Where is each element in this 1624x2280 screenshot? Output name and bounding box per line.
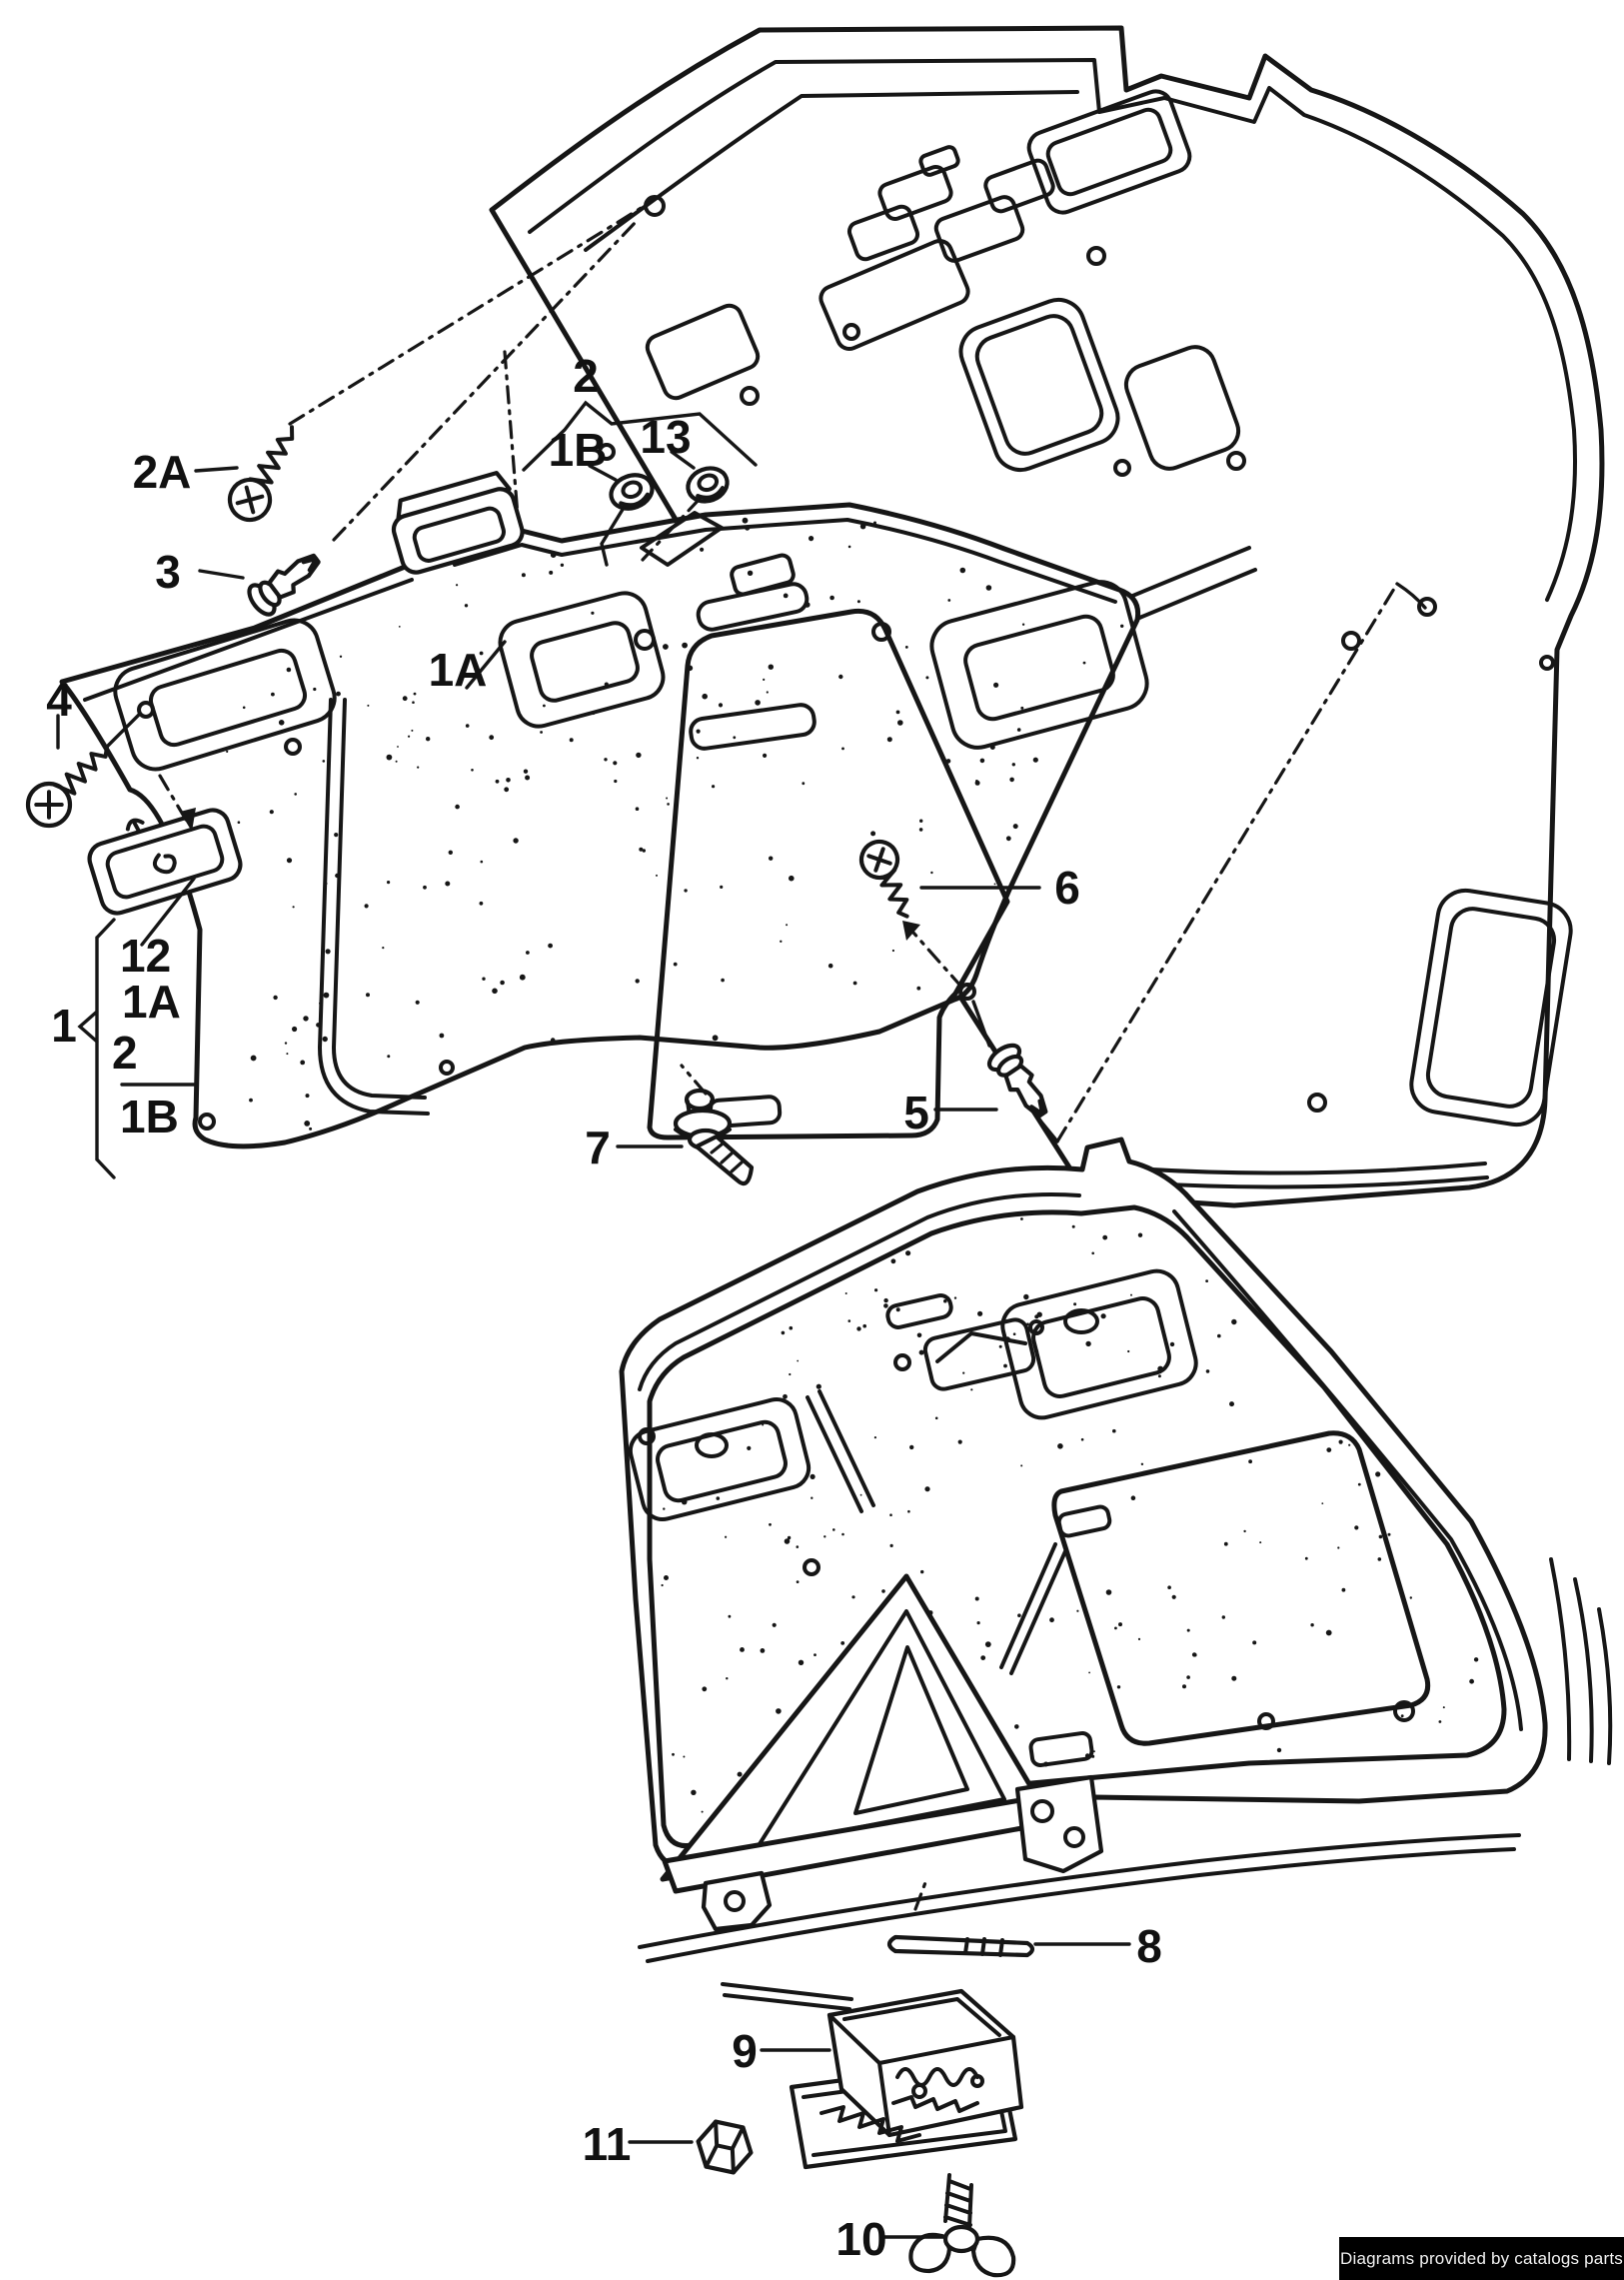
callout-5-label: 5 bbox=[903, 1087, 929, 1139]
callout-8-label: 8 bbox=[1136, 1920, 1162, 1972]
group-item-2: 2 bbox=[112, 1027, 138, 1079]
lower-diagram: 8 9 10 11 bbox=[583, 1137, 1613, 2278]
nut-icon-11 bbox=[696, 2119, 754, 2175]
attribution-bar: Diagrams provided by catalogs parts bbox=[1339, 2237, 1624, 2280]
handle-icon-2 bbox=[391, 470, 525, 575]
bolt-icon-7 bbox=[673, 1088, 755, 1186]
group-item-1b: 1B bbox=[120, 1091, 179, 1142]
callout-3-label: 3 bbox=[155, 546, 181, 598]
warning-triangle bbox=[660, 1542, 1104, 2011]
projection-line-3 bbox=[332, 218, 640, 542]
cover-plate-icon-12 bbox=[87, 808, 243, 916]
upper-diagram: 2A 3 4 2 1B 13 1A 6 5 7 1 12 1A 2 1B bbox=[25, 25, 1605, 1208]
group-item-1a: 1A bbox=[122, 976, 181, 1028]
leader-lines-bottom bbox=[628, 1875, 1131, 2239]
lid-cutouts bbox=[645, 89, 1573, 1128]
projection-line-handle bbox=[503, 350, 529, 632]
callout-11-label: 11 bbox=[583, 2118, 632, 2170]
clip-icon-5 bbox=[986, 1043, 1048, 1119]
tool-box-icon-9 bbox=[789, 1988, 1024, 2170]
screw-icon-4 bbox=[25, 745, 109, 829]
callout-10-label: 10 bbox=[835, 2213, 886, 2265]
callout-1a-label: 1A bbox=[429, 644, 488, 696]
clip-icon-3 bbox=[247, 553, 321, 617]
callout-4-label: 4 bbox=[46, 674, 72, 726]
trim-panel-speckles bbox=[226, 517, 1124, 1131]
leader-lines-top bbox=[56, 400, 1427, 1179]
trim-panel-installed-details bbox=[628, 1268, 1431, 1768]
callout-9-label: 9 bbox=[732, 2025, 758, 2077]
projection-line-2a bbox=[288, 202, 650, 426]
screw-icon-2a bbox=[227, 425, 295, 523]
callout-1-label: 1 bbox=[51, 1000, 77, 1052]
callout-2a-label: 2A bbox=[133, 446, 192, 498]
wing-bolt-icon-10 bbox=[908, 2173, 1016, 2278]
rod-icon-8 bbox=[886, 1934, 1035, 1958]
grommet-icon-1b bbox=[609, 473, 655, 511]
attribution-text: Diagrams provided by catalogs parts bbox=[1340, 2248, 1623, 2268]
trim-panel bbox=[59, 502, 1149, 1149]
callout-6-label: 6 bbox=[1054, 862, 1080, 914]
callout-2-label: 2 bbox=[573, 350, 599, 402]
trim-panel-details bbox=[83, 511, 1149, 1140]
grommet-icon-13 bbox=[686, 466, 730, 504]
callout-13-label: 13 bbox=[640, 411, 691, 463]
group-item-12: 12 bbox=[120, 930, 171, 982]
callout-7-label: 7 bbox=[585, 1122, 611, 1173]
screw-icon-6 bbox=[858, 839, 909, 919]
callout-1b-label: 1B bbox=[549, 424, 608, 476]
